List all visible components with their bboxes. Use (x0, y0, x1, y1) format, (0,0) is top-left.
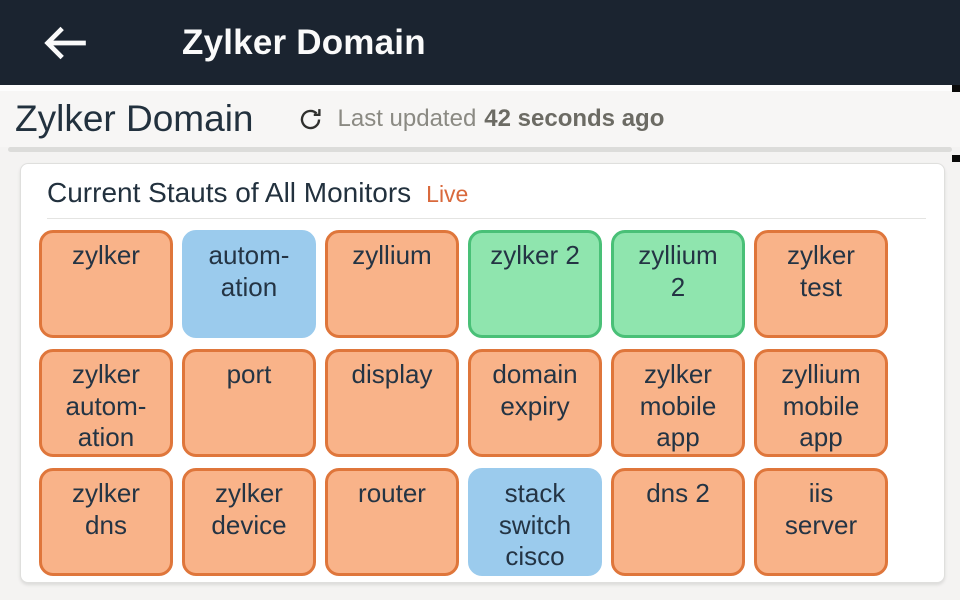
scrollbar-mark (952, 85, 960, 92)
app-bar: Zylker Domain (0, 0, 960, 85)
refresh-icon (300, 108, 321, 129)
monitor-tile[interactable]: zyllium (325, 230, 459, 338)
monitor-tile-label: autom- ation (208, 240, 290, 302)
monitor-tile[interactable]: zylker (39, 230, 173, 338)
monitor-tile-label: zylker autom- ation (65, 359, 147, 453)
monitor-tile[interactable]: zylker dns (39, 468, 173, 576)
monitor-tile[interactable]: zylker 2 (468, 230, 602, 338)
monitor-tile-label: display (351, 359, 433, 389)
monitor-tile-label: zylker dns (72, 478, 140, 540)
monitor-tile-label: iis server (784, 478, 858, 540)
monitor-tile-label: router (358, 478, 426, 508)
header-bottom-strip (0, 85, 960, 91)
monitor-tile-label: domain expiry (492, 359, 578, 421)
monitor-tile[interactable]: zylker mobile app (611, 349, 745, 457)
monitor-tile-label: zylker test (787, 240, 855, 302)
monitor-tile[interactable]: display (325, 349, 459, 457)
app-bar-title: Zylker Domain (182, 22, 426, 62)
monitor-tile[interactable]: zyllium 2 (611, 230, 745, 338)
monitor-tile[interactable]: zylker autom- ation (39, 349, 173, 457)
monitor-tile[interactable]: stack switch cisco (468, 468, 602, 576)
monitor-tile-label: zylker device (211, 478, 287, 540)
monitor-tile[interactable]: port (182, 349, 316, 457)
refresh-button[interactable] (296, 104, 326, 134)
page-header: Zylker Domain Last updated 42 seconds ag… (0, 91, 960, 147)
monitor-tile-label: zylker mobile app (639, 359, 717, 453)
last-updated-text: Last updated 42 seconds ago (338, 105, 665, 133)
monitor-tile-label: zylker (72, 240, 140, 270)
back-button[interactable] (38, 21, 90, 65)
monitor-tile[interactable]: autom- ation (182, 230, 316, 338)
monitor-tile[interactable]: zyllium mobile app (754, 349, 888, 457)
monitor-tile[interactable]: iis server (754, 468, 888, 576)
monitor-tile-label: stack switch cisco (498, 478, 572, 572)
monitor-tile[interactable]: dns 2 (611, 468, 745, 576)
monitor-tile[interactable]: router (325, 468, 459, 576)
scrollbar-mark (952, 155, 960, 162)
monitor-tile[interactable]: zylker device (182, 468, 316, 576)
monitor-tile-label: port (226, 359, 272, 389)
monitor-tile-label: zyllium 2 (638, 240, 718, 302)
card-title-divider (47, 218, 926, 219)
back-arrow-icon (44, 26, 86, 59)
monitor-tile-label: zylker 2 (490, 240, 580, 270)
last-updated-label: Last updated (337, 105, 477, 132)
monitor-grid: zylker autom- ation zyllium zylker 2 zyl… (21, 219, 944, 576)
monitor-tile-label: zyllium mobile app (781, 359, 861, 453)
last-updated-value: 42 seconds ago (484, 105, 665, 132)
header-divider (8, 147, 952, 152)
card-header: Current Stauts of All Monitors Live (21, 164, 944, 209)
monitor-status-card: Current Stauts of All Monitors Live zylk… (20, 163, 945, 583)
card-title: Current Stauts of All Monitors (47, 177, 412, 208)
monitor-tile-label: zyllium (352, 240, 432, 270)
monitor-tile[interactable]: zylker test (754, 230, 888, 338)
monitor-tile-label: dns 2 (646, 478, 710, 508)
monitor-tile[interactable]: domain expiry (468, 349, 602, 457)
live-badge: Live (426, 181, 469, 207)
page-title: Zylker Domain (15, 98, 254, 139)
